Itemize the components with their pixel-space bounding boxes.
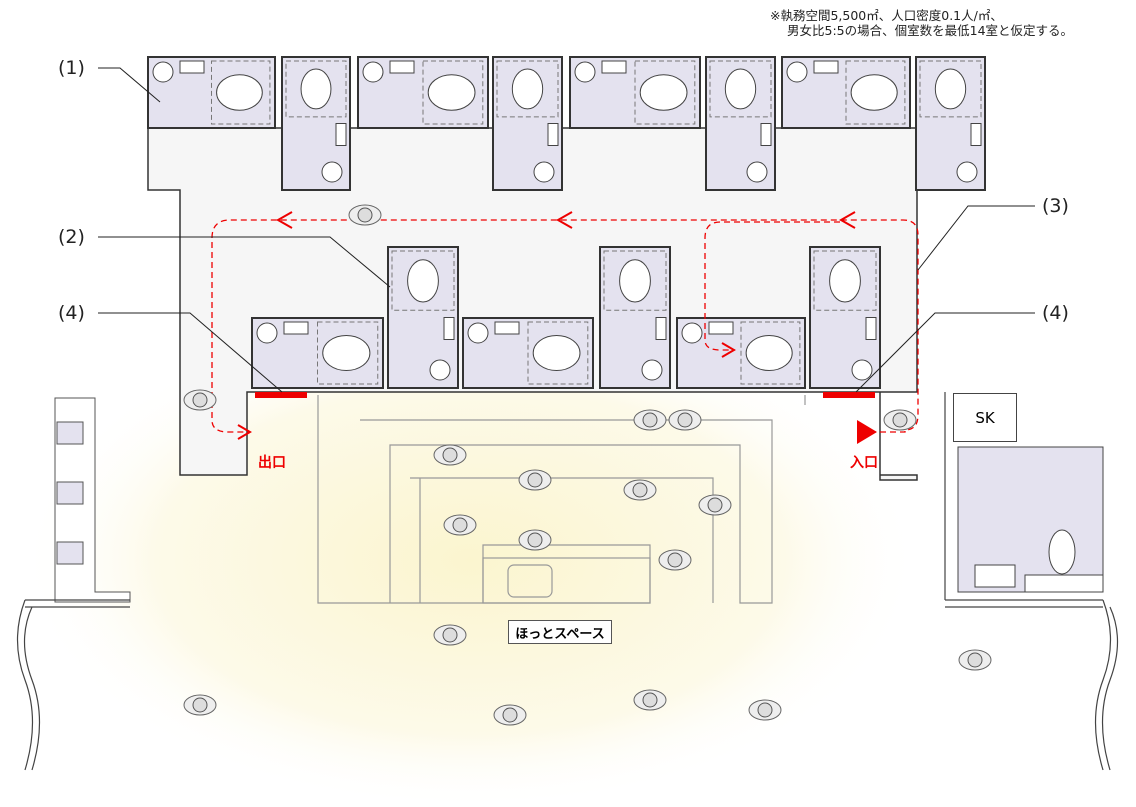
toilet-stall xyxy=(781,56,911,129)
toilet-stall xyxy=(462,317,594,389)
person-figure xyxy=(443,514,477,536)
toilet-stall xyxy=(705,56,776,191)
note-line-1: ※執務空間5,500㎡、人口密度0.1人/㎡、 xyxy=(770,8,1003,23)
toilet-stall xyxy=(147,56,276,129)
toilet-stall xyxy=(251,317,384,389)
person-figure xyxy=(183,389,217,411)
accessible-restroom xyxy=(957,446,1104,593)
exit-door-marker xyxy=(255,392,307,398)
toilet-stall xyxy=(599,246,671,389)
person-figure xyxy=(668,409,702,431)
label-4-left: (4) xyxy=(58,302,85,324)
outer-wall xyxy=(16,392,1119,771)
note-line-2: 男女比5:5の場合、個室数を最低14室と仮定する。 xyxy=(787,23,1074,38)
label-4-right: (4) xyxy=(1042,302,1069,324)
entrance-label: 入口 xyxy=(850,455,878,471)
person-figure xyxy=(748,699,782,721)
sk-room: SK xyxy=(953,393,1017,442)
sink-counter xyxy=(54,397,131,603)
exit-label: 出口 xyxy=(258,455,286,471)
assumption-note: ※執務空間5,500㎡、人口密度0.1人/㎡、 男女比5:5の場合、個室数を最低… xyxy=(770,8,1073,38)
person-figure xyxy=(698,494,732,516)
person-figure xyxy=(518,469,552,491)
person-figure xyxy=(623,479,657,501)
person-figure xyxy=(433,624,467,646)
person-figure xyxy=(518,529,552,551)
circulation-route xyxy=(211,219,919,433)
person-figure xyxy=(633,409,667,431)
entrance-arrow xyxy=(857,420,877,444)
label-1: (1) xyxy=(58,57,85,79)
person-figure xyxy=(633,689,667,711)
person-figure xyxy=(493,704,527,726)
toilet-stall xyxy=(676,317,806,389)
toilet-stall xyxy=(357,56,489,129)
toilet-stall xyxy=(569,56,701,129)
entrance-door-marker xyxy=(823,392,875,398)
toilet-stall xyxy=(915,56,986,191)
person-figure xyxy=(883,409,917,431)
label-2: (2) xyxy=(58,226,85,248)
seating-area xyxy=(317,395,806,604)
toilet-stall xyxy=(492,56,563,191)
toilet-stall xyxy=(281,56,351,191)
toilet-stall xyxy=(809,246,881,389)
person-figure xyxy=(348,204,382,226)
label-3: (3) xyxy=(1042,195,1069,217)
hot-space-label: ほっとスペース xyxy=(508,620,612,644)
toilet-stall xyxy=(387,246,459,389)
person-figure xyxy=(183,694,217,716)
person-figure xyxy=(433,444,467,466)
leader-lines xyxy=(98,67,1035,393)
person-figure xyxy=(958,649,992,671)
person-figure xyxy=(658,549,692,571)
